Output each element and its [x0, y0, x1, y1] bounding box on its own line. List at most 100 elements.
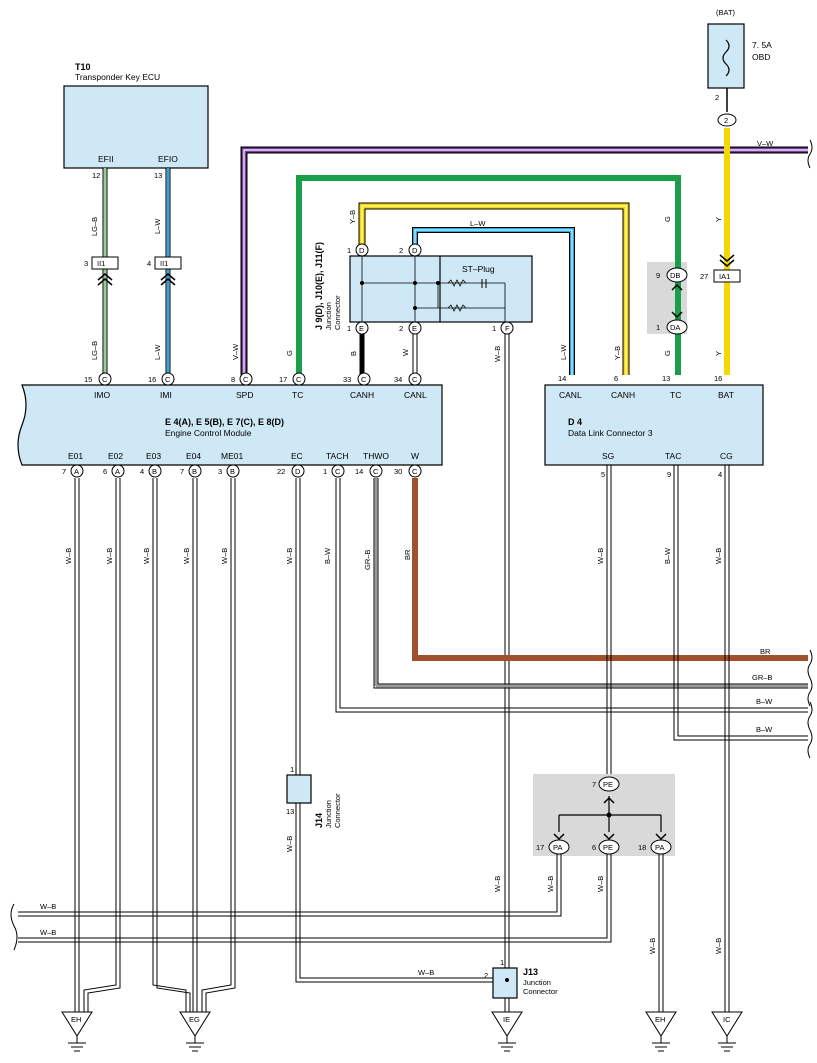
- svg-text:7: 7: [62, 467, 66, 476]
- fuse-name: OBD: [752, 52, 770, 62]
- ecm-pin: CANH: [350, 390, 374, 400]
- wire-sg: [606, 465, 612, 774]
- wire-tac: [673, 465, 808, 741]
- svg-text:LG–B: LG–B: [90, 217, 99, 236]
- svg-text:GR–B: GR–B: [363, 550, 372, 570]
- dlc3-pin: TAC: [665, 451, 681, 461]
- svg-text:2: 2: [399, 246, 403, 255]
- svg-text:1: 1: [492, 324, 496, 333]
- svg-text:13: 13: [662, 374, 670, 383]
- svg-text:B–W: B–W: [756, 697, 773, 706]
- svg-text:W–B: W–B: [596, 548, 605, 564]
- svg-text:6: 6: [592, 843, 596, 852]
- ecm-pin: SPD: [236, 390, 253, 400]
- svg-text:9: 9: [656, 271, 660, 280]
- svg-text:1: 1: [347, 246, 351, 255]
- svg-text:DA: DA: [670, 323, 680, 332]
- ecm-pin: TACH: [326, 451, 349, 461]
- svg-text:B–W: B–W: [756, 725, 773, 734]
- svg-text:B–W: B–W: [323, 547, 332, 564]
- junction-connector-main: ST–Plug J 9(D), J10(E), J11(F) Junction …: [314, 242, 533, 330]
- svg-text:W–B: W–B: [64, 548, 73, 564]
- svg-text:W–B: W–B: [648, 938, 657, 954]
- st-plug-label: ST–Plug: [462, 264, 495, 274]
- svg-text:G: G: [663, 350, 672, 356]
- svg-text:30: 30: [394, 467, 402, 476]
- ground-eh-right: EH: [645, 1011, 677, 1052]
- wire-e03: [152, 478, 191, 1012]
- svg-text:33: 33: [343, 375, 351, 384]
- wire-tach: [335, 478, 808, 713]
- svg-text:W–B: W–B: [714, 938, 723, 954]
- ecm-pin: W: [411, 451, 419, 461]
- svg-text:16: 16: [148, 375, 156, 384]
- svg-text:16: 16: [714, 374, 722, 383]
- ground-ie: IE: [491, 1011, 523, 1052]
- svg-text:1: 1: [290, 765, 294, 774]
- wire-cg: [724, 465, 730, 1012]
- ecm-pin: IMO: [94, 390, 110, 400]
- svg-text:GR–B: GR–B: [752, 673, 772, 682]
- svg-text:PE: PE: [603, 843, 613, 852]
- ecm-pin: THWO: [363, 451, 389, 461]
- wire-pa17: [18, 852, 562, 917]
- svg-text:F: F: [505, 324, 510, 333]
- svg-text:W–B: W–B: [493, 346, 502, 362]
- ground-eg: EG: [179, 1011, 211, 1052]
- svg-text:BR: BR: [760, 647, 771, 656]
- junction-connector-j14: 1 13 J14 Junction Connector: [286, 765, 342, 828]
- junction-main-name: Junction: [324, 302, 333, 330]
- ecm-pin: EC: [291, 451, 303, 461]
- j13-name2: Connector: [523, 987, 558, 996]
- wire-me01: [201, 478, 236, 1012]
- svg-text:W–B: W–B: [182, 548, 191, 564]
- svg-text:D: D: [295, 467, 301, 476]
- svg-text:IC: IC: [723, 1015, 731, 1024]
- svg-text:C: C: [373, 467, 379, 476]
- svg-text:V–W: V–W: [231, 343, 240, 360]
- svg-text:PA: PA: [553, 843, 562, 852]
- wire-br: [412, 478, 808, 661]
- transponder-key-ecu: T10 Transponder Key ECU EFII EFIO: [63, 62, 209, 169]
- dlc3-name: Data Link Connector 3: [568, 428, 653, 438]
- svg-text:2: 2: [715, 93, 719, 102]
- t10-id: T10: [75, 62, 91, 72]
- svg-text:W: W: [401, 348, 410, 356]
- dlc3-pin-labels: CANL CANH TC BAT SG TAC CG: [559, 390, 734, 461]
- svg-text:DB: DB: [670, 271, 680, 280]
- svg-text:18: 18: [638, 843, 646, 852]
- svg-text:4: 4: [140, 467, 144, 476]
- svg-text:D: D: [412, 246, 418, 255]
- pin-efii: EFII: [98, 154, 114, 164]
- svg-text:EH: EH: [71, 1015, 81, 1024]
- svg-text:PE: PE: [603, 780, 613, 789]
- ecm-pin: ME01: [221, 451, 243, 461]
- svg-text:W–B: W–B: [220, 548, 229, 564]
- wire-lw-imi: [165, 168, 171, 375]
- svg-text:2: 2: [399, 324, 403, 333]
- svg-text:B: B: [349, 351, 358, 356]
- svg-text:15: 15: [84, 375, 92, 384]
- svg-text:B: B: [230, 467, 235, 476]
- wire-color-labels: LG–B LG–B L–W L–W V–W G Y–B B W W–B L–W …: [40, 139, 774, 977]
- dlc3-pin: BAT: [718, 390, 734, 400]
- wire-e01: [74, 478, 80, 1012]
- ground-ic: IC: [711, 1011, 743, 1052]
- ecm-top-pin-labels: IMO IMI SPD TC CANH CANL: [94, 390, 427, 400]
- svg-text:1: 1: [656, 323, 660, 332]
- svg-text:A: A: [115, 467, 120, 476]
- ecm-pin: TC: [292, 390, 303, 400]
- fuse-source: (BAT): [716, 8, 736, 17]
- data-link-connector-3: D 4 Data Link Connector 3: [544, 384, 764, 466]
- svg-text:C: C: [412, 375, 418, 384]
- wire-pe6: [18, 852, 612, 943]
- ecm-pin: E04: [186, 451, 201, 461]
- svg-text:6: 6: [103, 467, 107, 476]
- wire-wb-ie: [504, 330, 510, 1012]
- t10-name: Transponder Key ECU: [75, 72, 160, 82]
- svg-text:V–W: V–W: [757, 139, 774, 148]
- svg-text:C: C: [412, 467, 418, 476]
- svg-text:B: B: [152, 467, 157, 476]
- svg-text:2: 2: [724, 116, 728, 125]
